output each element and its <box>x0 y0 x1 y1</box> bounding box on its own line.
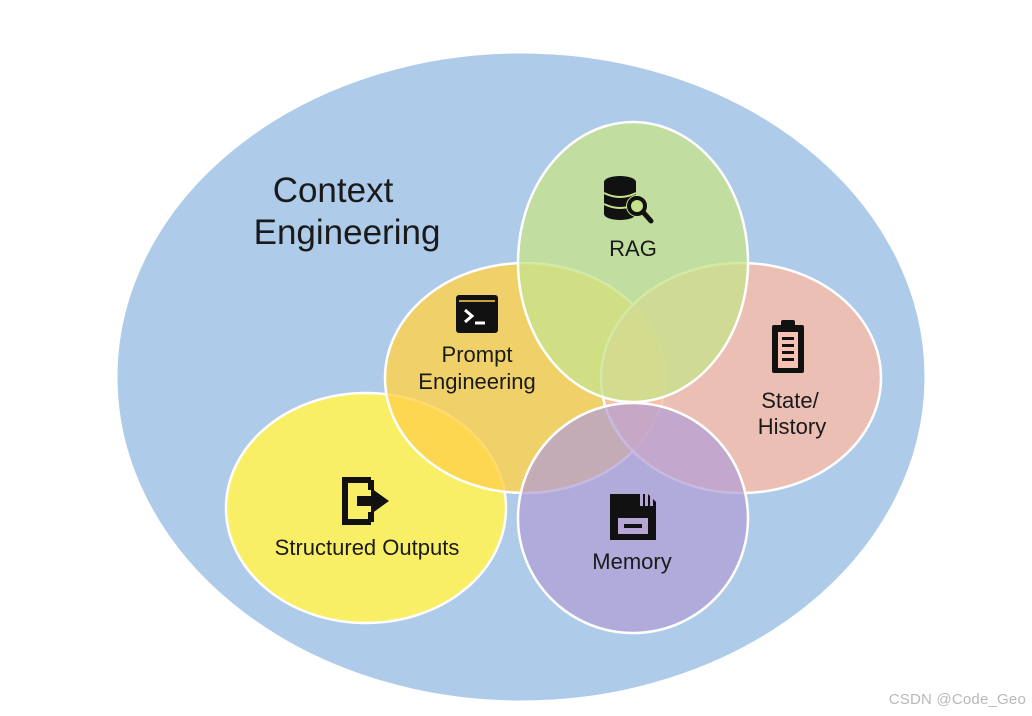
state-label-line1: State/ <box>761 388 819 413</box>
rag-circle <box>516 120 750 404</box>
rag-label: RAG <box>609 236 657 261</box>
prompt-label-line2: Engineering <box>418 369 535 394</box>
clipboard-icon <box>772 320 804 373</box>
context-title-line2: Engineering <box>254 213 441 252</box>
context-title-line1: Context <box>273 171 394 210</box>
watermark-text: CSDN @Code_Geo <box>888 691 1026 708</box>
terminal-icon <box>456 295 498 333</box>
floppy-disk-icon <box>610 494 656 540</box>
state-label-line2: History <box>758 414 826 439</box>
structured-outputs-label: Structured Outputs <box>275 535 460 560</box>
prompt-label-line1: Prompt <box>442 342 513 367</box>
database-search-icon <box>603 176 654 224</box>
memory-label: Memory <box>592 549 671 574</box>
exit-arrow-icon <box>342 477 389 525</box>
